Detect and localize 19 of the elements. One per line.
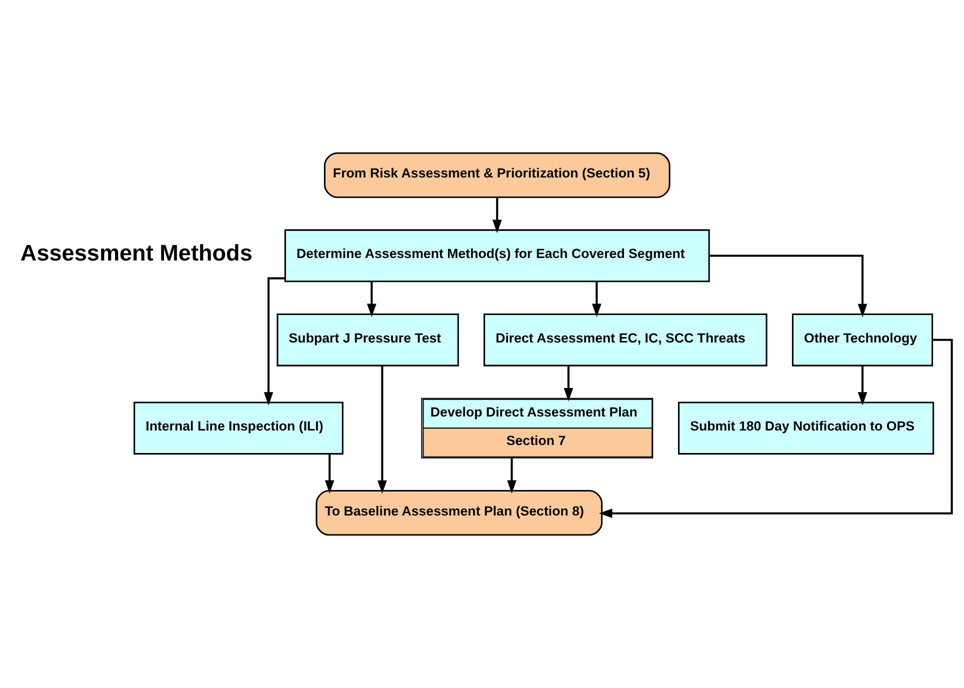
- arrow: [378, 366, 387, 494]
- node-box: Submit 180 Day Notification to OPS: [678, 402, 934, 455]
- arrow: [858, 366, 868, 406]
- node-box: To Baseline Assessment Plan (Section 8): [316, 490, 603, 536]
- arrow: [592, 281, 602, 318]
- arrow: [709, 254, 868, 318]
- arrow: [598, 338, 953, 518]
- node-box: Other Technology: [792, 313, 934, 366]
- arrow: [367, 281, 376, 318]
- label: Assessment Methods: [20, 240, 252, 266]
- arrow: [564, 366, 574, 402]
- node-box: From Risk Assessment & Prioritization (Section 5): [324, 152, 670, 198]
- node-box: Direct Assessment EC, IC, SCC Threats: [484, 313, 768, 366]
- arrow: [492, 198, 502, 234]
- node-box: Subpart J Pressure Test: [276, 313, 459, 366]
- arrow: [507, 458, 516, 494]
- node-box: Internal Line Inspection (ILI): [134, 402, 344, 455]
- node-box: Determine Assessment Method(s) for Each Covered Segment: [284, 229, 710, 282]
- arrow: [324, 454, 334, 494]
